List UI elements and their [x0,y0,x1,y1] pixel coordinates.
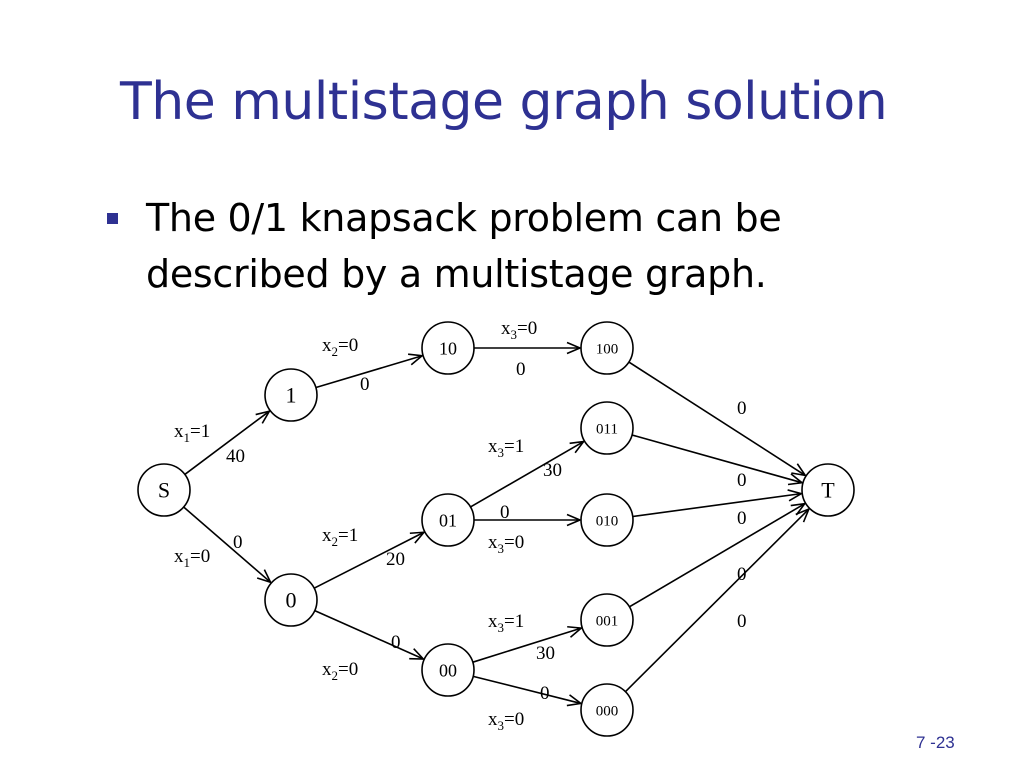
decision-label: x2=0 [322,335,358,359]
edge-S-0 [183,506,272,583]
edge-weight: 20 [386,549,405,570]
edge-weight: 0 [737,508,747,529]
node-label: 1 [286,383,297,408]
edge-weight: 30 [536,643,555,664]
node-label: 011 [596,421,618,437]
arrowhead-icon [567,625,584,638]
node-label: 01 [439,510,457,530]
node-label: 000 [596,703,619,719]
decision-label: x3=1 [488,436,524,460]
node-1 [264,368,318,422]
arrowhead-icon [566,513,583,527]
edge-100-T [628,361,806,477]
edge-weight: 0 [516,359,526,380]
edge-01-011 [470,440,585,508]
decision-label: x1=0 [174,546,210,570]
decision-label: x3=0 [501,318,537,342]
node-label: 010 [596,513,619,529]
edge-weight: 40 [226,446,245,467]
edge-weight: 0 [360,374,370,395]
edge-0-01 [313,531,425,589]
slide-title: The multistage graph solution [120,72,888,132]
arrowhead-icon [569,440,586,454]
edge-00-000 [473,675,582,705]
decision-label: x1=1 [174,421,210,445]
edge-weight: 0 [737,470,747,491]
node-label: T [821,478,835,503]
edge-1-10 [315,354,423,389]
edge-00-001 [472,627,582,663]
decision-label: x3=0 [488,709,524,733]
arrowhead-icon [409,531,426,544]
edge-000-T [624,508,810,693]
arrowhead-icon [795,507,811,523]
label-layer: x1=140x1=00x2=00x2=120x2=00x3=00x3=130x3… [174,318,747,733]
node-label: S [158,478,170,503]
node-100 [580,321,634,375]
edge-layer [183,341,811,707]
edge-weight: 0 [737,564,747,585]
edge-weight: 0 [500,502,510,523]
node-01 [421,493,475,547]
edge-weight: 0 [540,683,550,704]
edge-0-00 [314,609,424,660]
node-0 [264,573,318,627]
node-000 [580,683,634,737]
arrowhead-icon [255,409,272,424]
decision-label: x3=0 [488,532,524,556]
node-T [801,463,855,517]
edge-010-T [632,492,802,518]
edge-S-1 [184,410,270,476]
arrowhead-icon [566,341,583,355]
edge-weight: 0 [233,532,243,553]
node-label: 100 [596,341,619,357]
edge-011-T [631,434,803,484]
node-label: 00 [439,660,457,680]
square-bullet-icon [107,213,118,224]
arrowhead-icon [787,489,804,502]
node-011 [580,401,634,455]
edge-weight: 0 [737,398,747,419]
edge-weight: 30 [543,460,562,481]
arrowhead-icon [566,694,583,707]
decision-label: x2=0 [322,659,358,683]
node-010 [580,493,634,547]
decision-label: x3=1 [488,611,524,635]
node-S [137,463,191,517]
arrowhead-icon [790,502,807,516]
edge-weight: 0 [391,632,401,653]
node-label: 001 [596,613,619,629]
page-number: 7 -23 [916,733,955,752]
arrowhead-icon [256,569,273,584]
edge-weight: 0 [737,611,747,632]
node-label: 10 [439,338,457,358]
bullet-text: The 0/1 knapsack problem can be describe… [146,196,782,296]
node-001 [580,593,634,647]
node-00 [421,643,475,697]
arrowhead-icon [408,353,425,366]
arrowhead-icon [787,473,804,486]
edge-001-T [629,502,806,608]
decision-label: x2=1 [322,525,358,549]
node-label: 0 [286,588,297,613]
node-10 [421,321,475,375]
arrowhead-icon [791,463,808,477]
arrowhead-icon [409,648,426,660]
